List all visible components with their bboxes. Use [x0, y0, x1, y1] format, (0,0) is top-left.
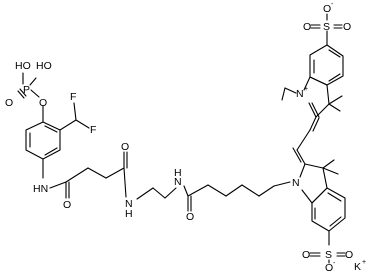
- atom-amide-hydrogen-2: H: [125, 208, 133, 220]
- indolium-positive-charge: +: [304, 86, 308, 93]
- bond-skeleton: [17, 13, 346, 264]
- atom-oxygen-upper-left: O: [303, 21, 311, 33]
- atom-ho-1: HO: [15, 60, 31, 72]
- potassium-positive-charge: +: [362, 259, 366, 266]
- atom-indole-nitrogen-lower: N: [292, 177, 300, 189]
- atom-sulfur-upper: S: [323, 21, 330, 33]
- atom-phosphorus: P: [23, 84, 30, 96]
- atom-oxygen-phosphoryl: O: [5, 97, 13, 109]
- atom-amide-nitrogen-3: N: [174, 176, 182, 188]
- atom-oxygen-upper-anion: O: [323, 3, 331, 15]
- atom-oxygen-lower-left: O: [302, 249, 310, 261]
- atom-labels: HO HO P O O F F HN O O N H N H O N N + S…: [5, 1, 366, 273]
- atom-amide-nh-1: HN: [33, 183, 48, 195]
- potassium-counter-ion: K: [354, 261, 361, 273]
- atom-indolium-nitrogen-upper: N: [296, 88, 304, 100]
- atom-ho-2: HO: [36, 60, 52, 72]
- atom-oxygen-lower-right: O: [345, 249, 353, 261]
- atom-oxygen-upper-right: O: [343, 21, 351, 33]
- atom-amide-nitrogen-2: N: [125, 198, 133, 210]
- atom-amide-oxygen-2: O: [121, 141, 129, 153]
- atom-amide-oxygen-1: O: [63, 199, 71, 211]
- atom-amide-hydrogen-3: H: [174, 167, 182, 179]
- atom-oxygen-lower-anion: O: [325, 262, 333, 273]
- atom-sulfur-lower: S: [325, 249, 332, 261]
- atom-fluorine-2: F: [90, 124, 96, 136]
- atom-oxygen-ether: O: [39, 97, 47, 109]
- lower-sulfonate-negative-charge: -: [333, 260, 336, 267]
- atom-amide-oxygen-3: O: [186, 211, 194, 223]
- upper-sulfonate-negative-charge: -: [331, 1, 334, 8]
- atom-fluorine-1: F: [70, 91, 76, 103]
